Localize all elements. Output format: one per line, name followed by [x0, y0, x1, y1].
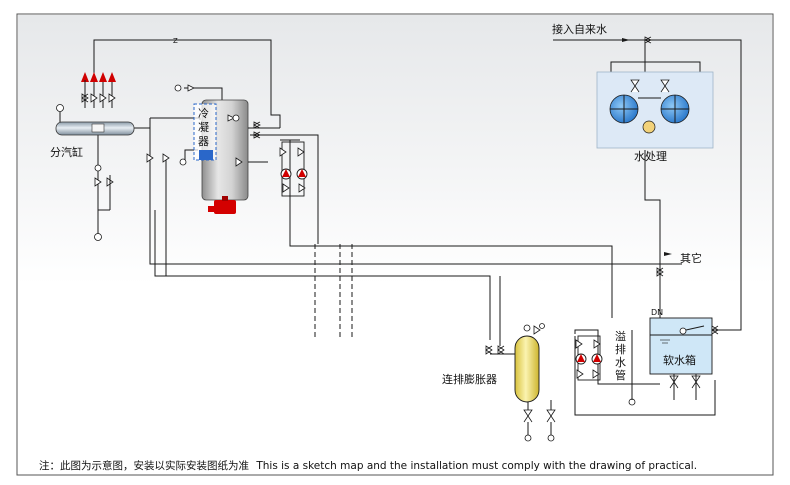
expander-body [514, 335, 540, 403]
z-mark: Z [173, 37, 178, 45]
tank-pumps [575, 335, 603, 381]
header-valves [81, 93, 116, 103]
blowdown-expander: 连排膨胀器 [442, 323, 556, 442]
pressure-gauge-icon [56, 104, 64, 112]
footnote-cn: 注：此图为示意图，安装以实际安装图纸为准 [39, 460, 249, 472]
footnote-en: This is a sketch map and the installatio… [256, 460, 698, 472]
arrow-right-icon [622, 38, 630, 42]
arrow-up-icon [81, 72, 89, 82]
dn-label: DN [651, 308, 663, 317]
condenser-box [193, 103, 217, 161]
steam-header-label: 分汽缸 [50, 145, 83, 159]
background-fade [18, 15, 772, 285]
other-label: 其它 [680, 251, 702, 265]
salt-tank [642, 120, 656, 134]
soft-water-tank-label: 软水箱 [663, 353, 696, 367]
float-valve-icon [679, 327, 687, 335]
steam-header: 分汽缸 [50, 72, 135, 241]
water-treatment: 水处理 [596, 71, 714, 163]
soft-water-tank: DN 软水箱 [628, 308, 719, 406]
blowdown-expander-label: 连排膨胀器 [442, 372, 497, 386]
feed-pumps [279, 141, 308, 197]
water-inlet-label: 接入自来水 [552, 23, 607, 36]
footnote: 注：此图为示意图，安装以实际安装图纸为准 This is a sketch ma… [39, 458, 779, 473]
piping [93, 39, 742, 435]
arrow-up-icon [108, 72, 116, 82]
tank-body [649, 317, 713, 375]
condenser-label: 冷 凝 器 [198, 107, 213, 148]
arrow-up-icon [90, 72, 98, 82]
boiler: 冷 凝 器 [146, 84, 280, 214]
drain-gauge-icon [94, 233, 102, 241]
water-treatment-label: 水处理 [634, 150, 667, 163]
burner [208, 196, 236, 214]
arrow-right-icon [664, 252, 672, 256]
arrow-up-icon [99, 72, 107, 82]
overflow-drain-label: 溢 排 水 管 [615, 329, 630, 382]
steam-outlet-arrows [81, 72, 116, 82]
inlet-valve [644, 36, 652, 44]
